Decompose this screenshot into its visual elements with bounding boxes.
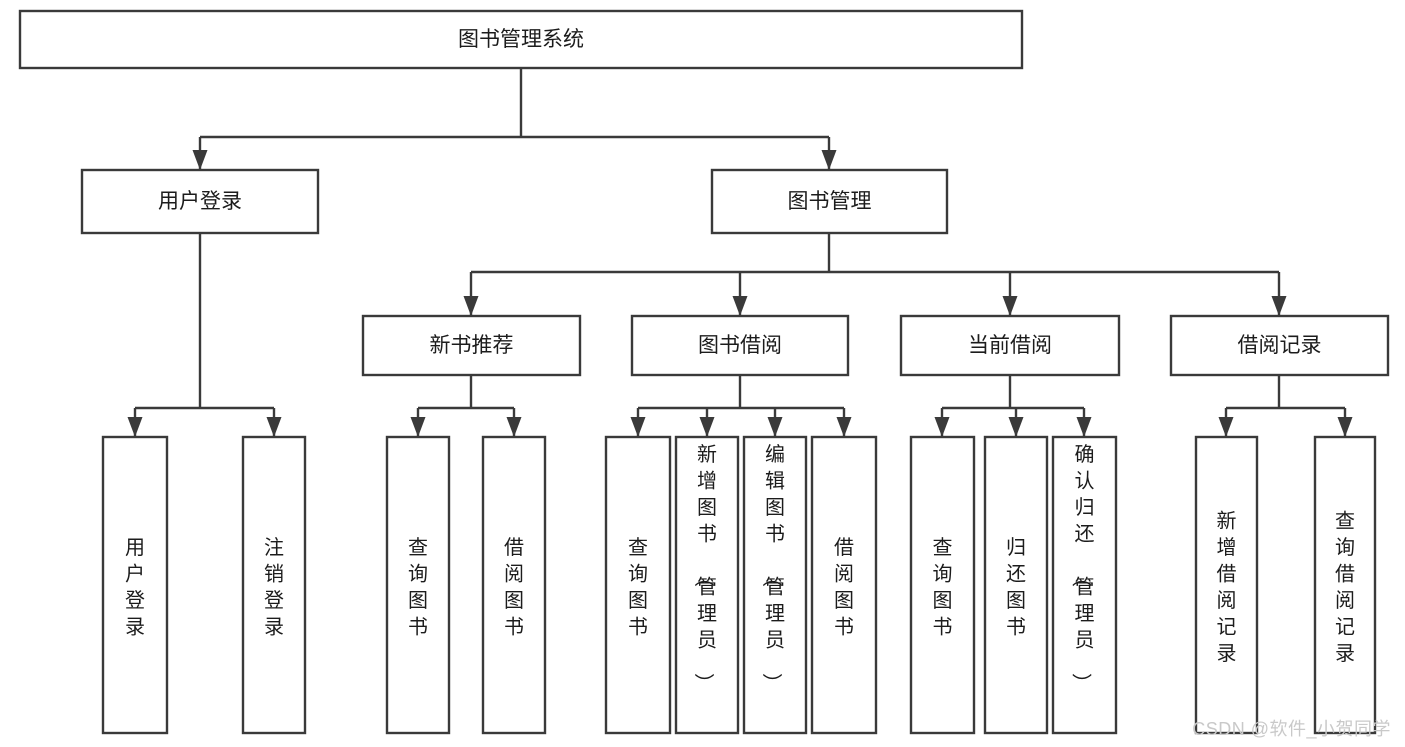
arrow-newbook-1 xyxy=(506,417,522,437)
leaf-node-2-rect xyxy=(385,435,451,735)
node-level2-1-label: 图书借阅 xyxy=(698,334,782,357)
node-level1-1[interactable]: 图书管理 xyxy=(710,168,949,235)
arrow-bookmgmt-0 xyxy=(463,296,479,316)
node-level1-1-label: 图书管理 xyxy=(788,190,872,213)
arrow-bookmgmt-1 xyxy=(732,296,748,316)
leaf-node-7[interactable]: 借阅图书 xyxy=(810,435,878,735)
leaf-node-3-label: 借阅图书 xyxy=(504,536,524,639)
node-level1-0-label: 用户登录 xyxy=(158,190,242,213)
leaf-node-0-rect xyxy=(101,435,169,735)
leaf-node-0-label: 用户登录 xyxy=(125,537,145,639)
arrow-current-1 xyxy=(1008,417,1024,437)
leaf-node-10[interactable]: 确认归还（管理员） xyxy=(1051,435,1118,735)
leaf-node-8-rect xyxy=(909,435,976,735)
leaf-node-5-label: 新增图书（管理员） xyxy=(692,443,717,693)
csdn-watermark: CSDN @软件_小贺同学 xyxy=(1192,719,1391,739)
leaf-node-9[interactable]: 归还图书 xyxy=(983,435,1049,735)
node-layer: 图书管理系统用户登录图书管理新书推荐图书借阅当前借阅借阅记录用户登录注销登录查询… xyxy=(18,9,1390,735)
node-level1-0-rect xyxy=(80,168,320,235)
arrow-bookmgmt-2 xyxy=(1002,296,1018,316)
node-level2-0[interactable]: 新书推荐 xyxy=(361,314,582,377)
leaf-node-8[interactable]: 查询图书 xyxy=(909,435,976,735)
node-level2-2-label: 当前借阅 xyxy=(968,334,1052,357)
leaf-node-6[interactable]: 编辑图书（管理员） xyxy=(742,435,808,735)
leaf-node-12-label: 查询借阅记录 xyxy=(1335,510,1355,666)
connector-layer xyxy=(127,68,1353,437)
node-level2-0-rect xyxy=(361,314,582,377)
node-level1-1-rect xyxy=(710,168,949,235)
node-level1-0[interactable]: 用户登录 xyxy=(80,168,320,235)
leaf-node-1-rect xyxy=(241,435,307,735)
leaf-node-1-label: 注销登录 xyxy=(264,536,284,639)
node-level2-3[interactable]: 借阅记录 xyxy=(1169,314,1390,377)
leaf-node-4-rect xyxy=(604,435,672,735)
leaf-node-7-label: 借阅图书 xyxy=(834,536,854,639)
node-root-label: 图书管理系统 xyxy=(458,28,584,51)
leaf-node-3-rect xyxy=(481,435,547,735)
arrow-borrow-2 xyxy=(767,417,783,437)
leaf-node-2[interactable]: 查询图书 xyxy=(385,435,451,735)
arrow-borrow-1 xyxy=(699,417,715,437)
leaf-node-6-label: 编辑图书（管理员） xyxy=(760,443,785,693)
node-level2-0-label: 新书推荐 xyxy=(430,334,514,357)
node-root[interactable]: 图书管理系统 xyxy=(18,9,1024,70)
leaf-node-10-label: 确认归还（管理员） xyxy=(1070,443,1095,693)
leaf-node-6-rect xyxy=(742,435,808,735)
leaf-node-9-rect xyxy=(983,435,1049,735)
leaf-node-10-rect xyxy=(1051,435,1118,735)
leaf-node-8-label: 查询图书 xyxy=(933,536,953,639)
leaf-node-3[interactable]: 借阅图书 xyxy=(481,435,547,735)
node-root-rect xyxy=(18,9,1024,70)
arrow-newbook-0 xyxy=(410,417,426,437)
leaf-node-2-label: 查询图书 xyxy=(408,536,428,639)
arrow-bookmgmt-3 xyxy=(1271,296,1287,316)
leaf-node-5-rect xyxy=(674,435,740,735)
leaf-node-7-rect xyxy=(810,435,878,735)
leaf-node-11-rect xyxy=(1194,435,1259,735)
arrow-current-2 xyxy=(1076,417,1092,437)
arrow-borrow-0 xyxy=(630,417,646,437)
arrow-root-1 xyxy=(821,150,837,170)
node-level2-2[interactable]: 当前借阅 xyxy=(899,314,1121,377)
arrow-record-1 xyxy=(1337,417,1353,437)
leaf-node-1[interactable]: 注销登录 xyxy=(241,435,307,735)
leaf-node-5[interactable]: 新增图书（管理员） xyxy=(674,435,740,735)
arrow-login-0 xyxy=(127,417,143,437)
arrow-root-0 xyxy=(192,150,208,170)
arrow-current-0 xyxy=(934,417,950,437)
node-level2-3-rect xyxy=(1169,314,1390,377)
leaf-node-11[interactable]: 新增借阅记录 xyxy=(1194,435,1259,735)
arrow-record-0 xyxy=(1218,417,1234,437)
leaf-node-12[interactable]: 查询借阅记录 xyxy=(1313,435,1377,735)
leaf-node-0[interactable]: 用户登录 xyxy=(101,435,169,735)
node-level2-1-rect xyxy=(630,314,850,377)
leaf-node-12-rect xyxy=(1313,435,1377,735)
node-level2-1[interactable]: 图书借阅 xyxy=(630,314,850,377)
leaf-node-11-label: 新增借阅记录 xyxy=(1217,510,1237,666)
leaf-node-4[interactable]: 查询图书 xyxy=(604,435,672,735)
arrow-borrow-3 xyxy=(836,417,852,437)
leaf-node-4-label: 查询图书 xyxy=(628,536,648,639)
leaf-node-9-label: 归还图书 xyxy=(1006,536,1026,639)
node-level2-2-rect xyxy=(899,314,1121,377)
arrow-login-1 xyxy=(266,417,282,437)
node-level2-3-label: 借阅记录 xyxy=(1238,334,1322,357)
